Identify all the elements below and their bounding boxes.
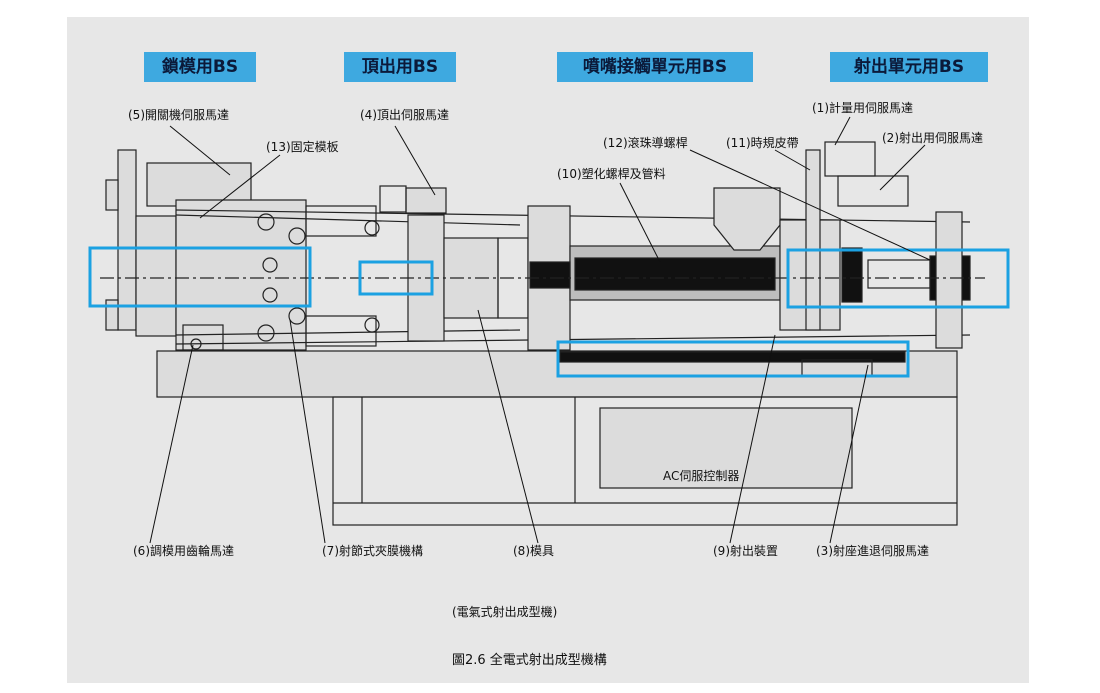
highlight-injection-bs — [786, 248, 1010, 309]
label-part-3: (3)射座進退伺服馬達 — [816, 544, 929, 558]
label-part-6: (6)調模用齒輪馬達 — [133, 544, 234, 558]
highlight-eject-bs — [358, 260, 434, 296]
diagram-subtitle: (電氣式射出成型機) — [452, 605, 558, 619]
label-part-13: (13)固定模板 — [266, 140, 339, 154]
label-part-12: (12)滾珠導螺桿 — [603, 136, 688, 150]
highlight-clamp-bs — [88, 246, 312, 308]
highlight-nozzle-bs — [556, 340, 910, 378]
label-part-9: (9)射出裝置 — [713, 544, 778, 558]
label-part-1: (1)計量用伺服馬達 — [812, 101, 913, 115]
label-part-2: (2)射出用伺服馬達 — [882, 131, 983, 145]
controller-box — [599, 407, 853, 489]
badge-eject-bs: 頂出用BS — [344, 52, 456, 82]
label-part-4: (4)頂出伺服馬達 — [360, 108, 449, 122]
label-part-7: (7)射節式夾膜機構 — [322, 544, 423, 558]
figure-caption: 圖2.6 全電式射出成型機構 — [452, 653, 607, 668]
label-part-11: (11)時規皮帶 — [726, 136, 799, 150]
label-part-5: (5)開關機伺服馬達 — [128, 108, 229, 122]
badge-clamp-bs: 鎖模用BS — [144, 52, 256, 82]
badge-injection-bs: 射出單元用BS — [830, 52, 988, 82]
badge-nozzle-bs: 噴嘴接觸單元用BS — [557, 52, 753, 82]
machine-cabinet — [332, 396, 958, 526]
label-controller: AC伺服控制器 — [663, 469, 740, 483]
label-part-8: (8)模具 — [513, 544, 554, 558]
label-part-10: (10)塑化螺桿及管料 — [557, 167, 666, 181]
